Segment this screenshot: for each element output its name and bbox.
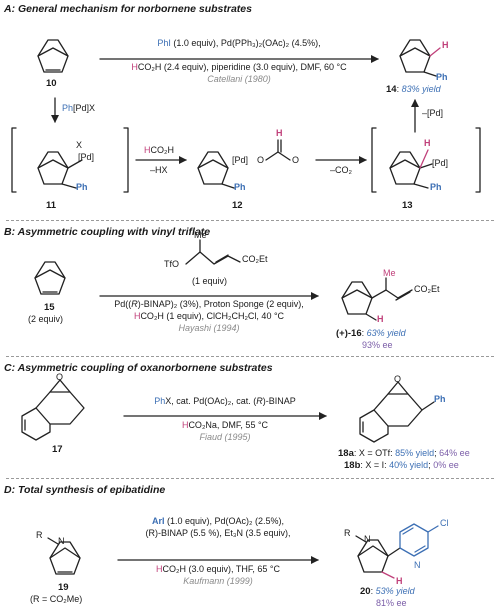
int11-pd-label: [Pd] [78,152,95,162]
bracket-11-left [11,127,17,193]
product-18a-result: 18a: X = OTf: 85% yield; 64% ee [338,448,470,459]
section-b-reagent-line1: Pd((R)-BINAP)₂ (3%), Proton Sponge (2 eq… [114,299,304,309]
product-18-o-label: O [394,374,402,384]
product-16-ee: 93% ee [362,340,393,350]
compound-19-r-label: R [36,530,43,540]
product-18-ph-label: Ph [434,394,446,404]
product-14-structure [399,39,441,77]
oxanorbornene-17-structure [21,379,85,441]
product-16-summary: (+)-16: 63% yield [336,328,406,339]
intermediate-11-structure [37,151,83,189]
compound-19-note: (R = CO₂Me) [30,594,83,604]
section-b-title: B: Asymmetric coupling with vinyl trifla… [4,226,211,238]
section-a-title: A: General mechanism for norbornene subs… [4,3,252,15]
triflate-tfo-label: TfO [164,259,179,269]
int13-pd-label: [Pd] [432,158,449,168]
intermediate-13-structure [389,149,433,189]
bracket-13-right [475,127,481,193]
minus-co2-label: –CO₂ [330,165,352,175]
product-20-r-label: R [344,528,351,538]
divider-b-c [6,356,494,357]
divider-a-b [6,220,494,221]
arrow-10-11-reagent: Ph[Pd]X [62,103,96,113]
product-16-structure [341,277,413,321]
compound-17-o-label: O [56,372,64,382]
product-20-structure [355,523,439,579]
product-20-cl-label: Cl [440,518,449,528]
int13-h-label: H [424,138,431,148]
section-d-reagent-line3: HCO₂H (3.0 equiv), THF, 65 °C [156,564,280,574]
section-d-title: D: Total synthesis of epibatidine [4,484,166,496]
product-20-ee: 81% ee [376,598,407,608]
int12-o-label: O [257,155,265,165]
product-16-h-label: H [377,314,384,324]
section-c-reagent-line2: HCO₂Na, DMF, 55 °C [181,420,269,430]
compound-19-n-label: N [58,536,65,546]
int12-ph-label: Ph [234,182,246,192]
section-d-reagent-line1: ArI (1.0 equiv), Pd(OAc)₂ (2.5%), [151,516,285,526]
norbornene-15-structure [34,261,66,295]
int11-ph-label: Ph [76,182,88,192]
section-c-reagent-line1: PhX, cat. Pd(OAc)₂, cat. (R)-BINAP [154,396,296,406]
int12-o2-label: O [292,155,300,165]
product-14-summary: 14: 83% yield [386,84,441,95]
compound-10-label: 10 [46,78,57,89]
compound-19-label: 19 [58,582,69,593]
norbornene-10-structure [37,39,69,73]
divider-c-d [6,478,494,479]
triflate-co2et-label: CO₂Et [242,254,268,264]
int13-ph-label: Ph [430,182,442,192]
product-16-co2et-label: CO₂Et [414,284,440,294]
section-a-reagent-line2: HCO₂H (2.4 equiv), piperidine (3.0 equiv… [131,62,347,72]
product-20-pyridine-n-label: N [414,560,421,570]
minus-hx-label: –HX [150,165,168,175]
section-c-reference: Fiaud (1995) [199,432,251,442]
triflate-me-label: Me [194,230,207,240]
section-d-reference: Kaufmann (1999) [183,576,253,586]
int12-pd-label: [Pd] [232,155,249,165]
product-20-summary: 20: 53% yield [360,586,415,597]
product-18-structure [359,381,435,443]
int12-h-label: H [276,128,283,138]
minus-pd-label: –[Pd] [422,108,444,118]
section-c-title: C: Asymmetric coupling of oxanorbornene … [4,362,273,374]
intermediate-11-label: 11 [46,200,57,211]
product-14-h-label: H [442,40,449,50]
intermediate-13-label: 13 [402,200,413,211]
intermediate-12-structure [197,139,291,189]
product-14-ph-label: Ph [436,72,448,82]
compound-15-equiv: (2 equiv) [28,314,64,324]
bracket-11-right [123,127,129,193]
compound-15-label: 15 [44,302,55,313]
int11-x-label: X [76,140,83,150]
product-18b-result: 18b: X = I: 40% yield; 0% ee [344,460,459,471]
bracket-13-left [371,127,377,193]
section-a-reference: Catellani (1980) [207,74,271,84]
hco2h-label: HCO₂H [144,145,174,155]
azanorbornene-19-structure [47,537,81,575]
product-16-me-label: Me [383,268,396,278]
section-a-reagent-line1: PhI (1.0 equiv), Pd(PPh₃)₂(OAc)₂ (4.5%), [157,38,321,48]
product-20-h-label: H [396,576,403,586]
section-b-reference: Hayashi (1994) [178,323,240,333]
compound-17-label: 17 [52,444,63,455]
triflate-equiv: (1 equiv) [192,276,228,286]
product-20-n-label: N [364,534,371,544]
section-d-reagent-line2: (R)-BINAP (5.5 %), Et₃N (3.5 equiv), [145,528,291,538]
section-b-reagent-line2: HCO₂H (1 equiv), ClCH₂CH₂Cl, 40 °C [133,311,285,321]
vinyl-triflate-structure [185,239,241,265]
intermediate-12-label: 12 [232,200,243,211]
